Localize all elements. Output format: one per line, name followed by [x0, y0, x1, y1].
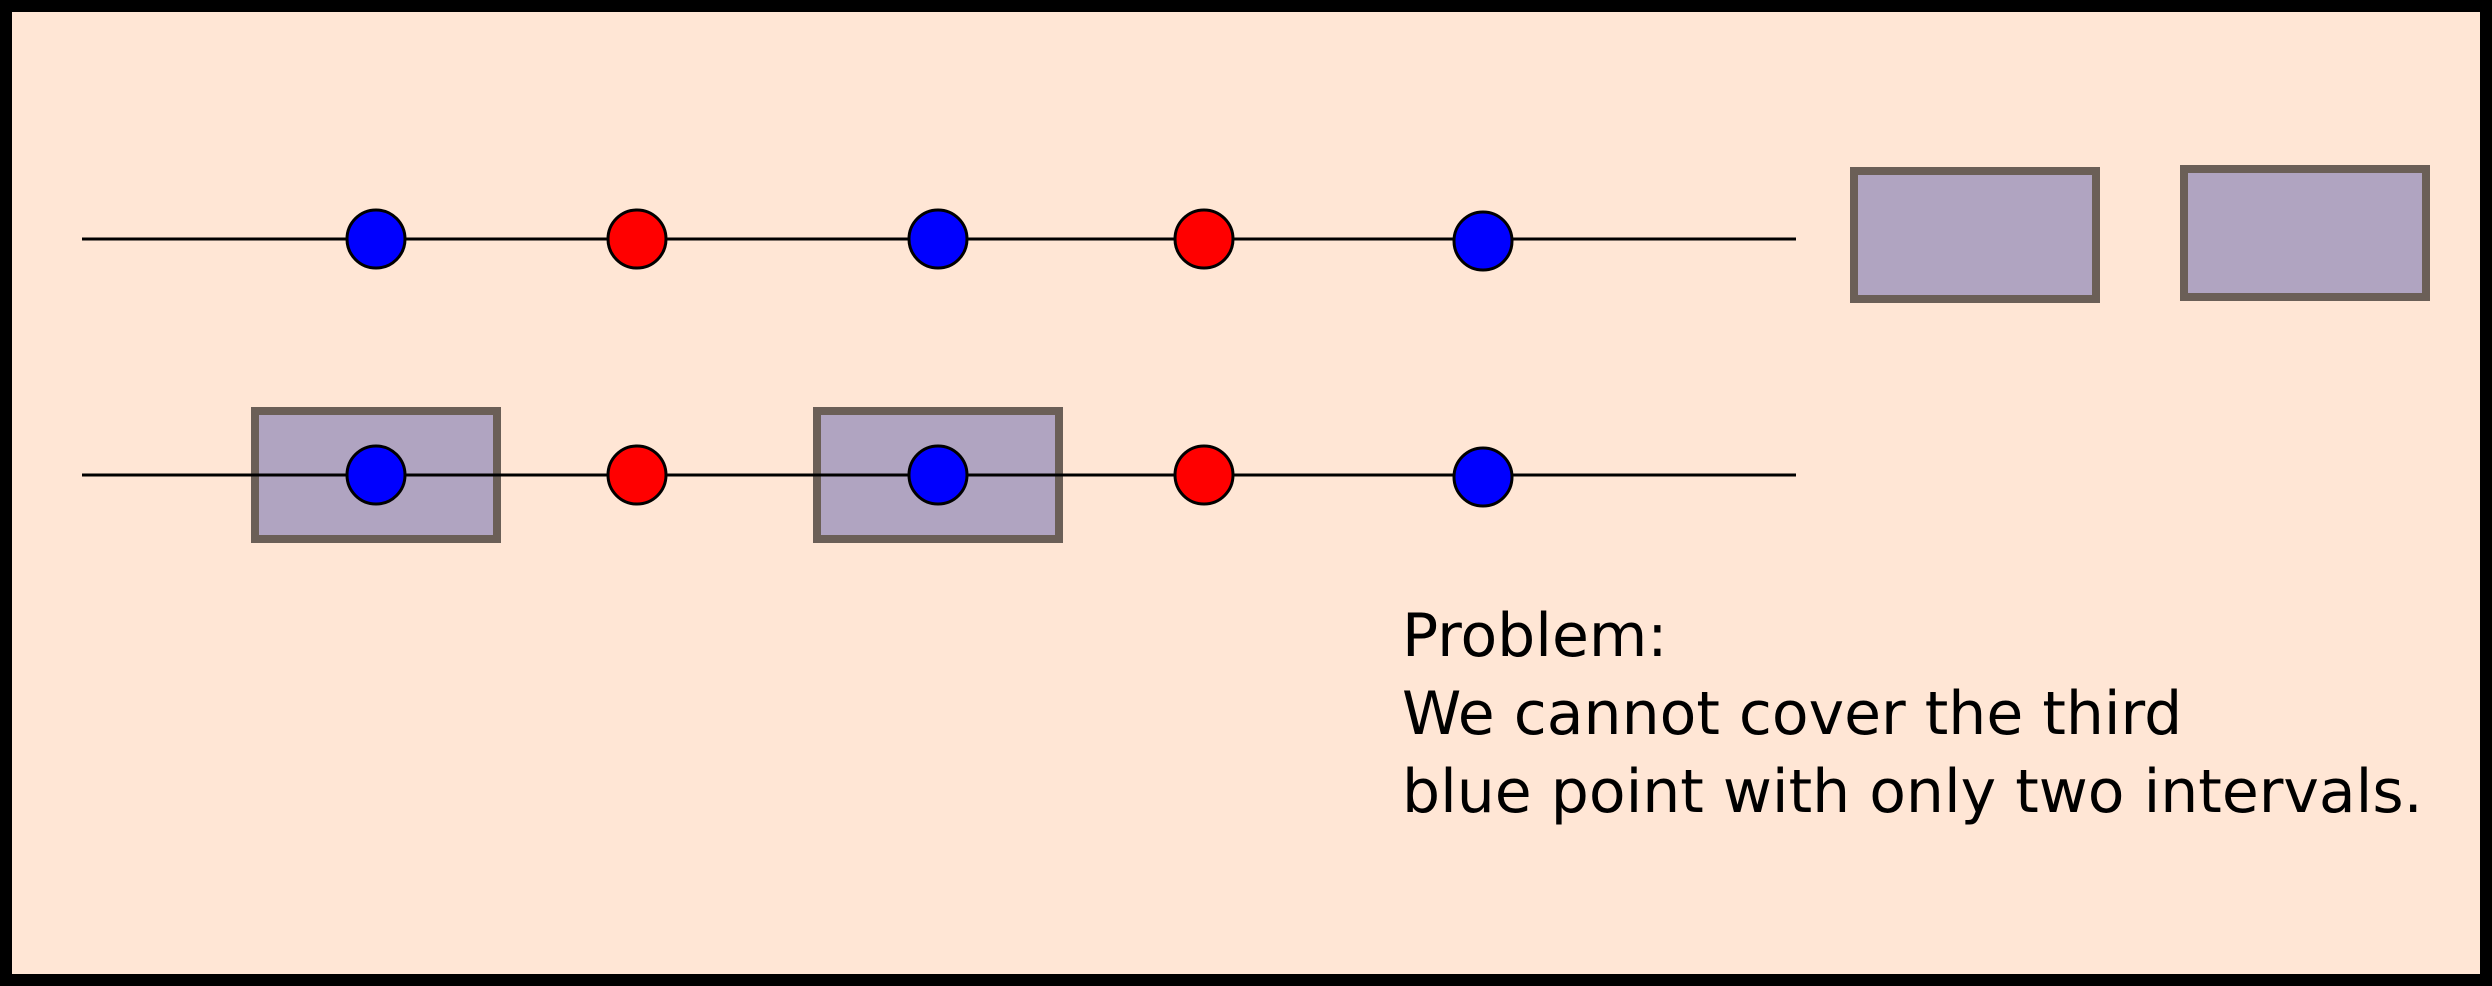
red-point-4 — [1173, 444, 1235, 506]
blue-point-5 — [1452, 446, 1514, 508]
caption: Problem: We cannot cover the third blue … — [1402, 601, 2423, 827]
blue-point-1 — [345, 208, 407, 270]
unused-interval-2 — [2180, 165, 2430, 301]
red-point-2 — [606, 208, 668, 270]
blue-point-1 — [345, 444, 407, 506]
row-2-number-line-group — [82, 407, 1796, 543]
blue-point-3 — [907, 444, 969, 506]
blue-point-3 — [907, 208, 969, 270]
unused-intervals-group — [1850, 165, 2430, 303]
row-1-number-line-group — [82, 208, 1796, 272]
caption-line-2: We cannot cover the third — [1402, 679, 2182, 749]
caption-line-3: blue point with only two intervals. — [1402, 757, 2423, 827]
red-point-2 — [606, 444, 668, 506]
blue-point-5 — [1452, 210, 1514, 272]
unused-interval-1 — [1850, 167, 2100, 303]
red-point-4 — [1173, 208, 1235, 270]
caption-line-1: Problem: — [1402, 601, 1668, 671]
